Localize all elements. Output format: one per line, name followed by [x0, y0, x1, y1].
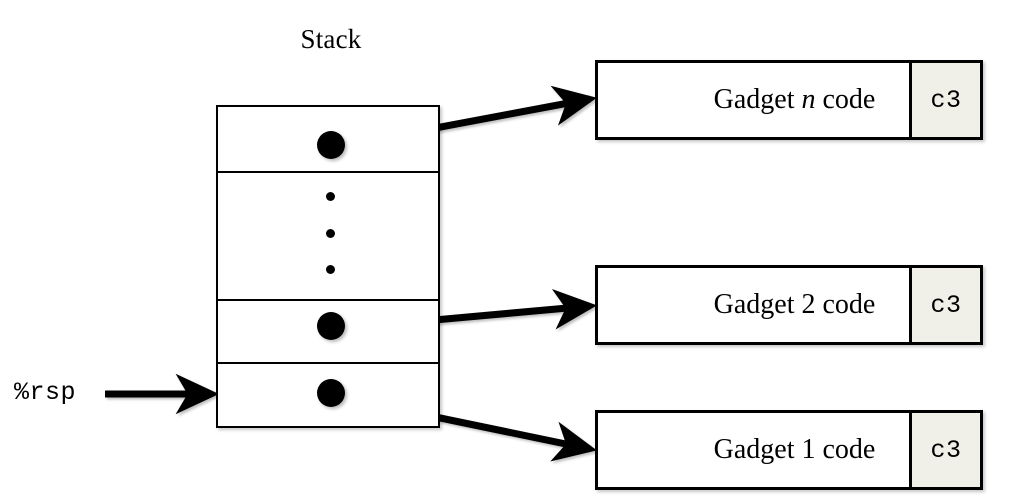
gadget-2-label-prefix: Gadget	[713, 289, 802, 320]
gadget-1-code-label: Gadget 1 code	[714, 434, 876, 466]
gadget-2-label-index: 2	[801, 289, 816, 320]
gadget-n-code-cell: Gadget n code	[598, 63, 909, 137]
gadget-1-code-cell: Gadget 1 code	[598, 413, 909, 487]
gadget-box-n: Gadget n code c3	[595, 60, 983, 140]
stack-cell-divider	[218, 362, 438, 364]
stack-box	[216, 105, 440, 428]
gadget-1-ret-byte-cell: c3	[909, 413, 980, 487]
gadget-2-ret-byte-cell: c3	[909, 268, 980, 342]
stack-cell-gadget-2-pointer-dot	[317, 312, 345, 340]
gadget-box-2: Gadget 2 code c3	[595, 265, 983, 345]
stack-cell-divider	[218, 171, 438, 173]
gadget-n-ret-byte-cell: c3	[909, 63, 980, 137]
gadget-2-code-label: Gadget 2 code	[714, 289, 876, 321]
rsp-register-label: %rsp	[14, 378, 77, 407]
gadget-n-code-label: Gadget n code	[714, 84, 876, 116]
gadget-2-label-suffix: code	[815, 289, 876, 320]
stack-ellipsis-dot	[325, 264, 335, 274]
gadget-1-label-index: 1	[801, 434, 816, 465]
stack-ellipsis-dot	[325, 191, 335, 201]
stack-cell-gadget-n-pointer-dot	[317, 131, 345, 159]
stack-cell-gadget-1-pointer-dot	[317, 379, 345, 407]
stack-title: Stack	[300, 24, 362, 54]
gadget-n-ret-byte: c3	[930, 85, 962, 115]
gadget-2-ret-byte: c3	[930, 290, 962, 320]
stack-ellipsis-dot	[325, 228, 335, 238]
gadget-1-ret-byte: c3	[930, 435, 962, 465]
gadget-1-label-prefix: Gadget	[713, 434, 802, 465]
gadget-1-label-suffix: code	[815, 434, 876, 465]
gadget-n-label-index: n	[801, 84, 816, 115]
stack-cell-divider	[218, 299, 438, 301]
gadget-n-label-suffix: code	[815, 84, 876, 115]
gadget-2-code-cell: Gadget 2 code	[598, 268, 909, 342]
gadget-n-label-prefix: Gadget	[713, 84, 802, 115]
gadget-box-1: Gadget 1 code c3	[595, 410, 983, 490]
